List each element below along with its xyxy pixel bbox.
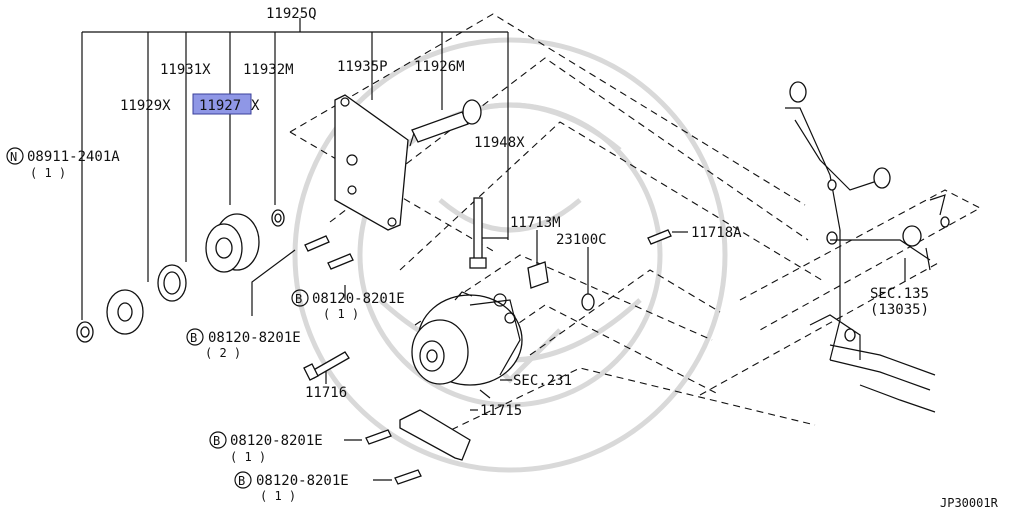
part-long-bolt-11716[interactable] <box>303 351 350 381</box>
part-nut-23100C[interactable] <box>581 293 595 311</box>
part-bolt-c[interactable] <box>365 429 392 445</box>
label-bolt-b-prefix: B <box>190 331 197 345</box>
part-washer-11931X[interactable] <box>157 264 187 302</box>
b-circle-icon <box>234 471 252 489</box>
label-08911-qty: ( 1 ) <box>30 166 66 180</box>
callout-bolt-c[interactable]: B 08120-8201E ( 1 ) <box>209 431 323 464</box>
label-11713M[interactable]: 11713M <box>510 215 561 231</box>
part-washer-11929X[interactable] <box>106 289 144 335</box>
part-alternator-sec231[interactable] <box>411 291 523 399</box>
label-bolt-a-prefix: B <box>295 292 302 306</box>
label-11932M[interactable]: 11932M <box>243 62 294 78</box>
part-bolt-d[interactable] <box>394 469 422 485</box>
part-nut-11932M[interactable] <box>271 209 285 227</box>
part-bracket-11715[interactable] <box>399 409 471 461</box>
label-sec231[interactable]: SEC.231 <box>513 373 572 389</box>
b-circle-icon <box>291 289 309 307</box>
part-nut-08911[interactable] <box>76 321 94 343</box>
callout-bolt-a[interactable]: B 08120-8201E ( 1 ) <box>291 289 405 321</box>
label-11935P[interactable]: 11935P <box>337 59 388 75</box>
label-11715[interactable]: 11715 <box>480 403 522 419</box>
label-11931X[interactable]: 11931X <box>160 62 211 78</box>
part-pulley-11927X[interactable] <box>205 213 260 273</box>
part-clip-11713M[interactable] <box>527 261 549 289</box>
label-bolt-d[interactable]: 08120-8201E <box>256 473 349 489</box>
label-11948X[interactable]: 11948X <box>474 135 525 151</box>
label-08911[interactable]: 08911-2401A <box>27 149 120 165</box>
label-11926M[interactable]: 11926M <box>414 59 465 75</box>
part-small-bolt-a[interactable] <box>304 235 330 252</box>
part-long-bolt-11948X[interactable] <box>469 197 487 269</box>
callout-08911[interactable]: N 08911-2401A ( 1 ) <box>6 147 120 180</box>
label-bolt-a[interactable]: 08120-8201E <box>312 291 405 307</box>
part-small-bolt-b[interactable] <box>327 253 354 270</box>
label-11925Q[interactable]: 11925Q <box>266 6 317 22</box>
label-bolt-b-qty: ( 2 ) <box>205 346 241 360</box>
callout-bolt-d[interactable]: B 08120-8201E ( 1 ) <box>234 471 349 503</box>
label-bolt-d-prefix: B <box>238 474 245 488</box>
label-11929X[interactable]: 11929X <box>120 98 171 114</box>
part-bolt-11718A[interactable] <box>647 229 672 245</box>
label-bolt-c-qty: ( 1 ) <box>230 450 266 464</box>
label-08911-prefix: N <box>10 150 17 164</box>
part-engine-mount-sec135[interactable] <box>785 81 950 413</box>
b-circle-icon <box>209 431 227 449</box>
label-11927X[interactable]: 11927 <box>199 98 241 114</box>
label-sec135-sub: (13035) <box>870 302 929 318</box>
part-bolt-11926M[interactable] <box>409 99 482 147</box>
label-bolt-a-qty: ( 1 ) <box>323 307 359 321</box>
label-bolt-b[interactable]: 08120-8201E <box>208 330 301 346</box>
label-sec135[interactable]: SEC.135 <box>870 286 929 302</box>
label-11718A[interactable]: 11718A <box>691 225 742 241</box>
label-bolt-c-prefix: B <box>213 434 220 448</box>
b-circle-icon <box>186 328 204 346</box>
selected-part-highlight <box>192 93 252 115</box>
label-bolt-d-qty: ( 1 ) <box>260 489 296 503</box>
label-11716[interactable]: 11716 <box>305 385 347 401</box>
part-bracket-11935P[interactable] <box>334 94 409 231</box>
label-23100C[interactable]: 23100C <box>556 232 607 248</box>
label-11927X-suffix: X <box>251 98 260 114</box>
n-circle-icon <box>6 147 24 165</box>
leader-lines <box>81 18 931 481</box>
label-bolt-c[interactable]: 08120-8201E <box>230 433 323 449</box>
reference-code: JP30001R <box>940 496 999 510</box>
callout-bolt-b[interactable]: B 08120-8201E ( 2 ) <box>186 328 301 360</box>
